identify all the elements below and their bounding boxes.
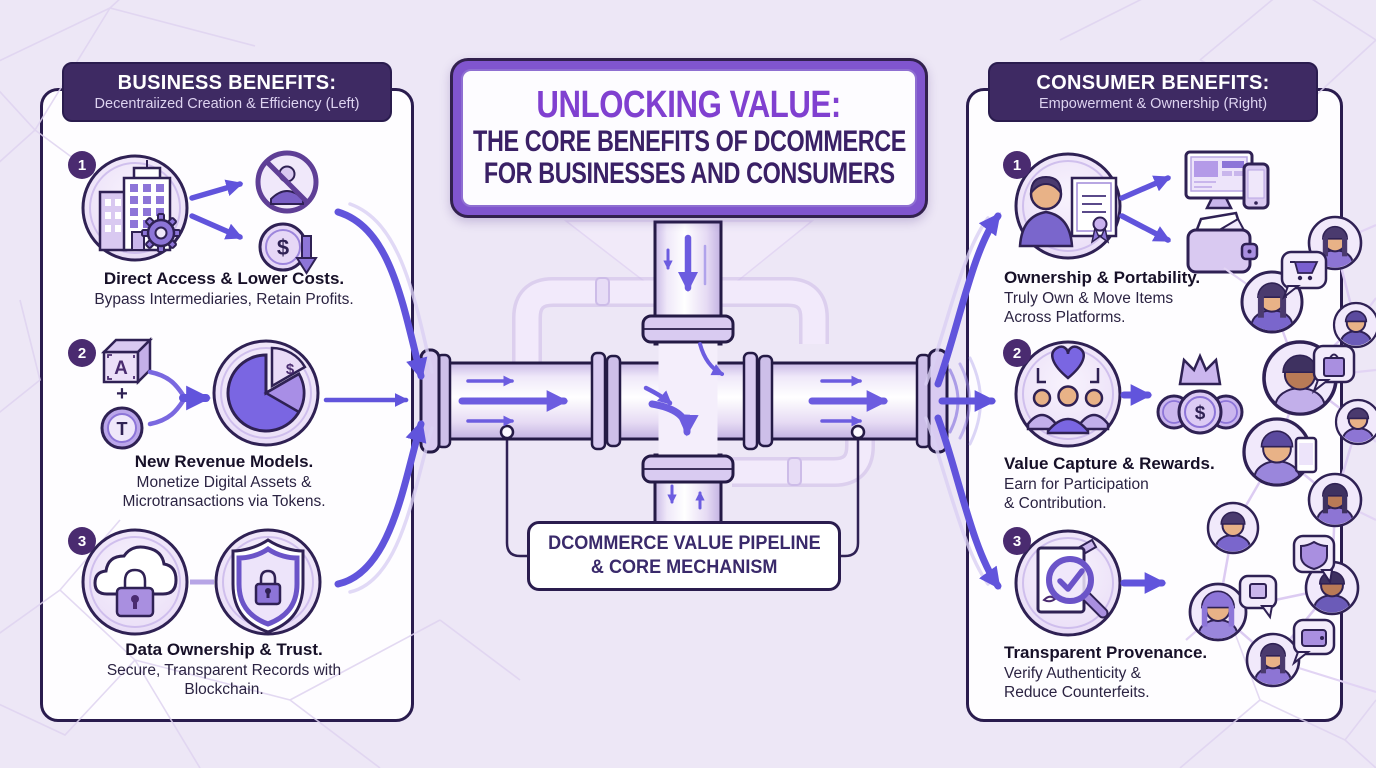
user-avatar [1307, 472, 1363, 528]
product-box-icon [1249, 583, 1267, 599]
plus-sign: + [116, 383, 128, 405]
shield-lock-icon [214, 528, 322, 636]
cost-down-coin-icon: $ [258, 222, 318, 275]
merge-arrow [147, 369, 211, 427]
item1-left-arrows [189, 179, 244, 240]
cloud-lock-icon [81, 528, 189, 636]
user-avatar [1240, 270, 1304, 334]
bag-speech-bubble [1311, 344, 1356, 394]
phone-in-hand-icon [1294, 436, 1318, 474]
wallet-icon [1186, 211, 1259, 274]
svg-text:A: A [114, 358, 128, 379]
token-coin-icon: T [100, 406, 144, 450]
shield-icon [1300, 540, 1328, 571]
community-network-avatars [1188, 215, 1376, 688]
revenue-pie-icon: $ [212, 339, 320, 447]
shield-speech-bubble [1292, 534, 1336, 585]
building-gear-icon [81, 154, 189, 262]
user-avatar [1332, 301, 1376, 349]
product-speech-bubble [1238, 574, 1278, 620]
user-avatar [1334, 398, 1376, 446]
digital-asset-cube-icon: A [100, 336, 154, 386]
flow-arrows [323, 202, 1002, 594]
svg-text:T: T [117, 419, 128, 439]
value-pipeline-pipes [419, 220, 949, 534]
wallet-mini-icon [1301, 629, 1327, 647]
wallet-speech-bubble [1291, 618, 1336, 666]
cart-icon [1290, 261, 1319, 281]
user-avatar [1245, 632, 1301, 688]
item1-right-arrows [1119, 175, 1172, 243]
label-connectors [505, 436, 860, 558]
person-certificate-icon [1014, 152, 1122, 260]
pipe-flow-arrows [458, 234, 889, 510]
cart-speech-bubble [1280, 250, 1328, 300]
user-avatar [1242, 417, 1312, 487]
gear-icon [141, 213, 181, 253]
svg-text:$: $ [286, 361, 295, 378]
document-magnifier-check-icon [1014, 529, 1122, 637]
shopping-bag-icon [1323, 353, 1345, 377]
svg-text:$: $ [277, 235, 289, 260]
no-intermediary-icon [255, 150, 319, 214]
svg-text:$: $ [1195, 403, 1206, 424]
user-avatar [1188, 582, 1248, 642]
coins-crown-icon: $ [1156, 352, 1244, 435]
monitor-phone-icon [1184, 150, 1270, 210]
community-heart-icon [1014, 340, 1122, 448]
user-avatar [1206, 501, 1260, 555]
